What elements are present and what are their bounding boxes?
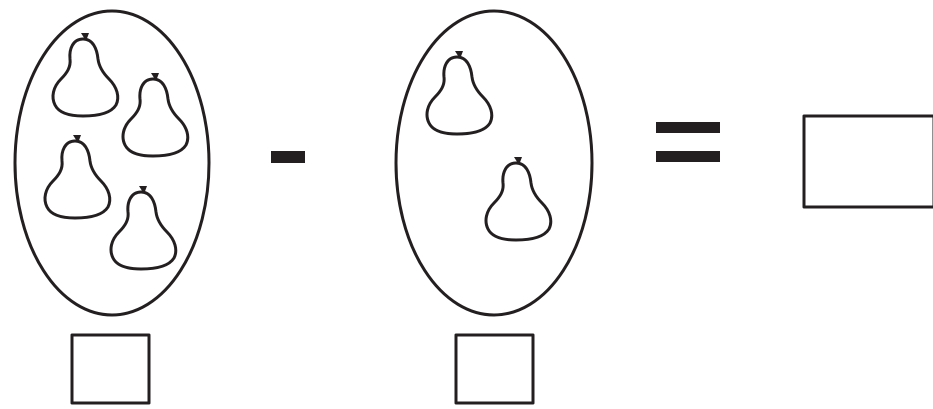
subtrahend-group [396, 11, 592, 315]
equals-sign [656, 122, 720, 162]
minuend-count-box[interactable] [72, 335, 149, 403]
pear-icon [53, 33, 118, 116]
minus-sign [271, 151, 305, 163]
pear-icon [45, 135, 110, 218]
result-answer-box[interactable] [804, 116, 933, 207]
pear-icon [123, 73, 188, 156]
minuend-oval [15, 11, 209, 315]
subtrahend-count-box[interactable] [456, 335, 533, 403]
minuend-group [15, 11, 209, 315]
pear-icon [486, 157, 551, 240]
pear-icon [111, 186, 176, 269]
subtrahend-oval [396, 11, 592, 315]
pear-icon [427, 51, 492, 134]
